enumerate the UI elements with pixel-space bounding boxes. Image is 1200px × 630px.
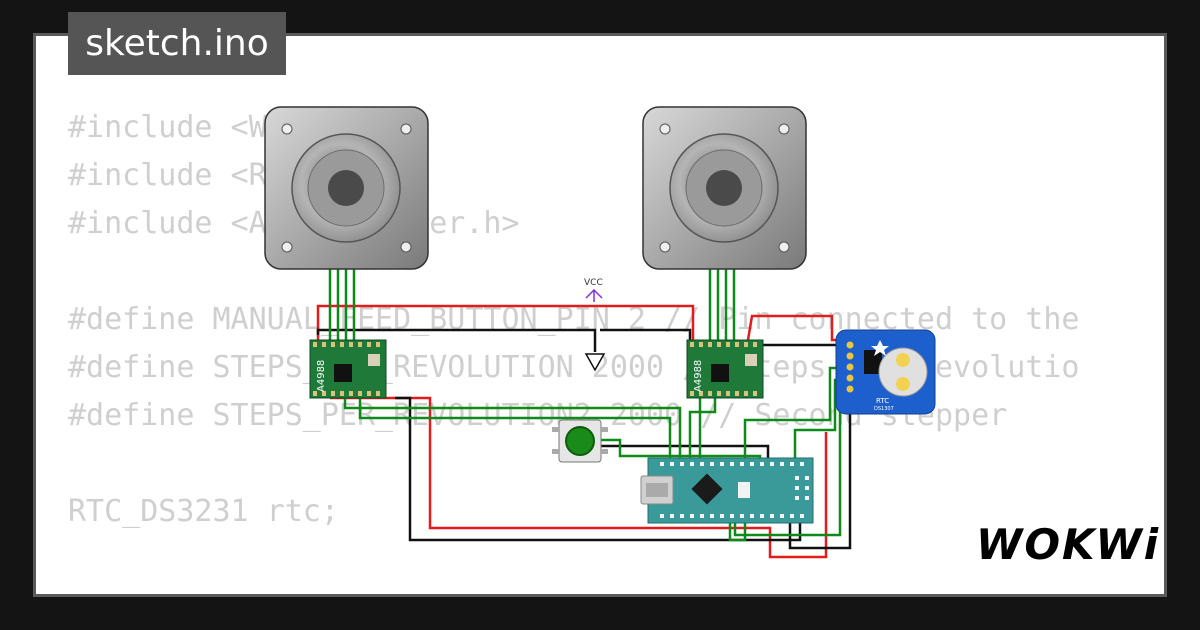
stepper-motor-left[interactable] <box>264 106 429 270</box>
wire-green-2 <box>358 398 672 460</box>
driver-left[interactable]: A4988 <box>309 339 387 399</box>
push-button[interactable] <box>552 419 608 463</box>
wire-red-top <box>316 304 695 340</box>
file-tab[interactable]: sketch.ino <box>68 12 286 75</box>
ground-symbol <box>584 353 606 372</box>
driver-right-label: A4988 <box>693 360 704 392</box>
rtc-label: RTC <box>876 397 889 405</box>
driver-right[interactable]: A4988 <box>686 339 764 399</box>
wire-green-7 <box>600 438 762 460</box>
wire-black-button <box>600 444 770 460</box>
wire-green-1 <box>343 398 682 460</box>
wires <box>316 268 852 559</box>
vcc-symbol: VCC <box>584 278 603 302</box>
wire-black-left <box>395 396 802 542</box>
stepper-motor-right[interactable] <box>642 106 807 270</box>
code-line: #define STEPS_PER_REVOLUTION2 2000 // Se… <box>68 398 1008 433</box>
arduino-nano[interactable] <box>640 457 814 524</box>
rtc-module[interactable]: RTC DS1307 <box>835 329 936 415</box>
wire-red-right <box>746 314 850 342</box>
wire-black-top2 <box>600 328 692 345</box>
wire-red-left <box>330 396 828 559</box>
code-line: RTC_DS3231 rtc; <box>68 494 339 529</box>
wire-black-gnd <box>316 328 597 352</box>
code-line: AccelStepper stepper(AccelStepper::DRIVE… <box>68 584 1079 594</box>
rtc-chip-label: DS1307 <box>874 406 894 412</box>
editor-preview-card: #include <Wire.h>#include <RTClib.h>#inc… <box>33 33 1167 597</box>
wire-green-8 <box>728 366 845 542</box>
vcc-label: VCC <box>584 278 603 288</box>
wire-green-4 <box>688 398 717 460</box>
driver-left-label: A4988 <box>316 360 327 392</box>
wire-black-right <box>760 343 852 550</box>
wokwi-logo: WOKWi <box>976 520 1161 569</box>
